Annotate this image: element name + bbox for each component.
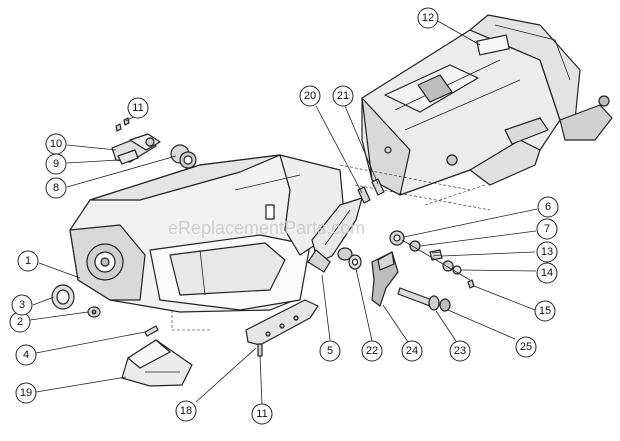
svg-text:19: 19 [20, 387, 32, 399]
svg-text:15: 15 [539, 305, 551, 317]
svg-text:22: 22 [366, 345, 378, 357]
svg-text:9: 9 [53, 158, 59, 170]
leader-23 [435, 310, 457, 342]
callout-18: 18 [175, 400, 197, 422]
svg-text:2: 2 [17, 316, 23, 328]
callout-12: 12 [417, 7, 439, 29]
callout-24: 24 [401, 340, 423, 362]
nut-part-14 [442, 260, 462, 275]
leader-12 [435, 19, 481, 46]
svg-text:11: 11 [256, 408, 267, 420]
svg-text:8: 8 [53, 182, 59, 194]
svg-text:14: 14 [541, 267, 553, 279]
callout-14: 14 [536, 262, 558, 284]
leader-3 [32, 296, 55, 306]
svg-text:7: 7 [544, 223, 550, 235]
plate-part-19 [121, 339, 193, 387]
svg-text:13: 13 [541, 246, 553, 258]
callout-11-lower: 11 [251, 403, 273, 425]
callout-6: 6 [537, 196, 559, 218]
leader-5 [321, 274, 331, 341]
guard-bracket-part-5 [307, 197, 363, 273]
callout-25: 25 [515, 336, 537, 358]
screws-part-11 [115, 117, 130, 132]
leader-7 [419, 230, 537, 247]
svg-text:1: 1 [25, 255, 31, 267]
svg-text:23: 23 [454, 345, 466, 357]
washer-part-22 [348, 254, 362, 270]
leader-13 [441, 251, 536, 257]
callout-20: 20 [299, 85, 321, 107]
clip-part-9 [117, 149, 139, 165]
callout-23: 23 [449, 340, 471, 362]
callout-7: 7 [536, 218, 558, 240]
leader-20 [315, 105, 363, 194]
spring-part-13 [429, 249, 443, 261]
screw-part-15 [467, 279, 475, 289]
ring-part-3 [51, 284, 75, 310]
leader-1 [38, 262, 81, 279]
knob-part-25 [439, 298, 451, 312]
leader-22 [355, 268, 373, 342]
leader-2 [29, 311, 89, 321]
svg-text:25: 25 [520, 341, 532, 353]
svg-text:18: 18 [180, 405, 192, 417]
svg-text:3: 3 [19, 299, 25, 311]
callout-5: 5 [319, 340, 341, 362]
leader-11b [259, 355, 263, 405]
motor-housing-part-12 [339, 14, 613, 211]
nut-part-6 [389, 230, 405, 246]
callout-1: 1 [17, 250, 39, 272]
svg-text:5: 5 [327, 345, 333, 357]
washer-part-2 [87, 306, 101, 318]
leader-25 [447, 309, 516, 340]
leader-24 [382, 304, 409, 343]
leader-9 [66, 159, 119, 164]
svg-text:10: 10 [50, 138, 62, 150]
callout-4: 4 [15, 344, 37, 366]
svg-text:24: 24 [406, 345, 418, 357]
callout-21: 21 [332, 85, 354, 107]
callout-10: 10 [45, 133, 67, 155]
callout-8: 8 [45, 177, 67, 199]
leader-21 [344, 105, 379, 185]
bushing-part-8 [170, 144, 197, 169]
leader-6 [403, 208, 538, 238]
leader-19 [35, 376, 127, 393]
main-body-part-1 [69, 154, 346, 331]
leader-8 [66, 155, 177, 188]
svg-text:20: 20 [304, 90, 316, 102]
leader-15 [473, 285, 536, 311]
watermark: eReplacementParts.com [168, 218, 365, 238]
leader-18 [195, 347, 257, 403]
svg-text:6: 6 [545, 201, 551, 213]
leader-10 [66, 144, 117, 151]
leader-14 [460, 269, 537, 272]
callout-19: 19 [15, 382, 37, 404]
callout-13: 13 [536, 241, 558, 263]
bolt-part-23 [397, 287, 440, 311]
leader-4 [35, 331, 146, 354]
callout-15: 15 [534, 300, 556, 322]
pin-part-4 [144, 325, 159, 337]
cover-strip-part-18 [245, 299, 319, 357]
callout-9: 9 [45, 153, 67, 175]
svg-text:11: 11 [132, 102, 143, 114]
callout-22: 22 [361, 340, 383, 362]
svg-text:4: 4 [23, 349, 29, 361]
svg-text:21: 21 [337, 90, 349, 102]
svg-text:12: 12 [422, 12, 434, 24]
callout-3: 3 [11, 294, 33, 316]
leader-lines [29, 19, 538, 405]
lever-part-24 [371, 251, 399, 307]
callout-11-upper: 11 [127, 97, 149, 119]
